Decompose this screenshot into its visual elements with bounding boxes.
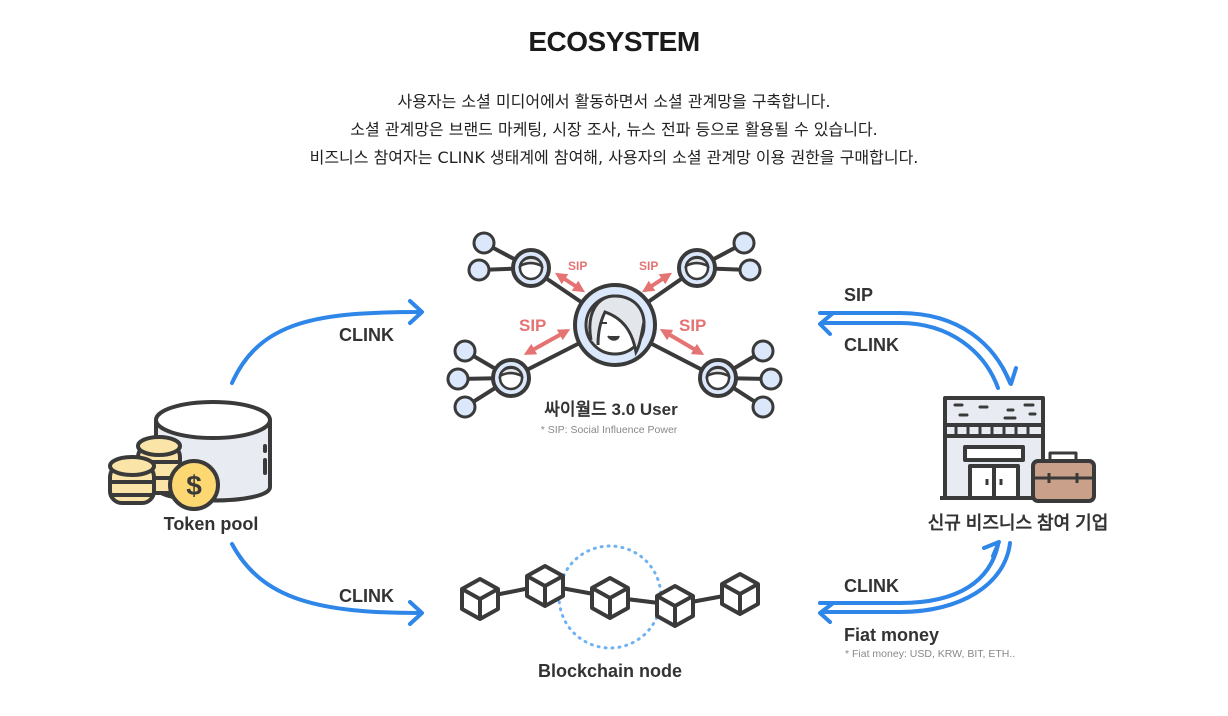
- flow-label-sip: SIP: [844, 285, 873, 305]
- cube: [460, 577, 500, 621]
- fiat-note: * Fiat money: USD, KRW, BIT, ETH..: [845, 648, 1015, 660]
- flow-label-clink-business: CLINK: [844, 335, 899, 355]
- flow-label-clink-blockchain: CLINK: [844, 576, 899, 596]
- sip-label: SIP: [679, 316, 706, 335]
- blockchain-cubes-icon: [460, 564, 760, 628]
- flow-label-pool-to-blockchain: CLINK: [339, 586, 394, 606]
- store-briefcase-icon: [940, 396, 1096, 503]
- flow-label-fiat-money: Fiat money: [844, 625, 939, 645]
- user-network-icon: [446, 231, 783, 419]
- dollar-icon: $: [186, 470, 202, 501]
- arrow-user-business: [818, 311, 1018, 390]
- cube: [525, 564, 565, 608]
- database-coins-icon: [108, 400, 272, 511]
- description-line: 비즈니스 참여자는 CLINK 생태계에 참여해, 사용자의 소셜 관계망 이용…: [309, 148, 919, 167]
- sip-note: * SIP: Social Influence Power: [541, 424, 678, 436]
- cube: [590, 576, 630, 620]
- sip-label: SIP: [639, 259, 658, 273]
- page-title: ECOSYSTEM: [528, 26, 700, 57]
- cube: [655, 584, 695, 628]
- description-line: 사용자는 소셜 미디어에서 활동하면서 소셜 관계망을 구축합니다.: [397, 92, 831, 111]
- cube: [720, 572, 760, 616]
- user-label: 싸이월드 3.0 User: [544, 400, 678, 419]
- arrow-pool-to-user: [230, 299, 424, 385]
- business-label: 신규 비즈니스 참여 기업: [928, 513, 1109, 533]
- blockchain-label: Blockchain node: [538, 661, 682, 681]
- description: 사용자는 소셜 미디어에서 활동하면서 소셜 관계망을 구축합니다. 소셜 관계…: [0, 88, 1228, 172]
- description-line: 소셜 관계망은 브랜드 마케팅, 시장 조사, 뉴스 전파 등으로 활용될 수 …: [350, 120, 878, 139]
- sip-label: SIP: [519, 316, 546, 335]
- arrow-business-blockchain: [818, 540, 1012, 624]
- flow-label-pool-to-user: CLINK: [339, 325, 394, 345]
- sip-arrows: [523, 272, 705, 356]
- arrow-pool-to-blockchain: [230, 542, 424, 626]
- token-pool-label: Token pool: [164, 514, 259, 534]
- sip-label: SIP: [568, 259, 587, 273]
- smile-face-details: [601, 322, 620, 341]
